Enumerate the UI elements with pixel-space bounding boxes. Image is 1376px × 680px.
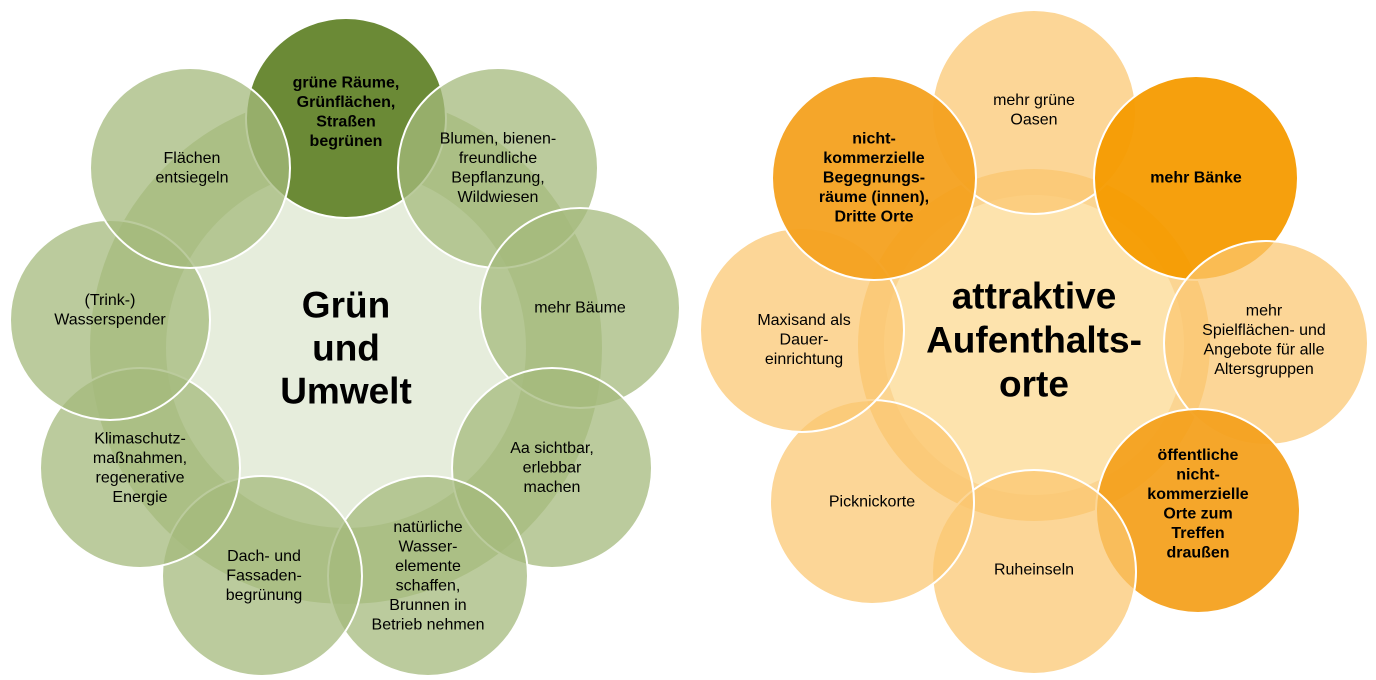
- center-title: Aufenthalts-: [926, 320, 1142, 361]
- node-label: räume (innen),: [819, 189, 929, 206]
- node-label: maßnahmen,: [93, 450, 187, 467]
- center-title: Umwelt: [280, 371, 412, 412]
- center-circle: [166, 168, 526, 528]
- node-label: Grünflächen,: [297, 94, 396, 111]
- node-label: Betrieb nehmen: [372, 616, 485, 633]
- node-label: Flächen: [164, 150, 221, 167]
- node-label: erlebbar: [523, 460, 582, 477]
- node-label: Straßen: [316, 113, 376, 130]
- node-label: Angebote für alle: [1204, 341, 1325, 358]
- center-title: und: [312, 328, 380, 369]
- node-label: Fassaden-: [226, 568, 302, 585]
- node-label: Ruheinseln: [994, 562, 1074, 579]
- node-label: Klimaschutz-: [94, 430, 186, 447]
- node-label: Aa sichtbar,: [510, 440, 594, 457]
- node-label: begrünung: [226, 587, 303, 604]
- node-label: mehr grüne: [993, 92, 1075, 109]
- node-label: Wildwiesen: [458, 189, 539, 206]
- node-label: Wasser-: [399, 538, 458, 555]
- node-label: natürliche: [393, 519, 462, 536]
- node-label: Blumen, bienen-: [440, 130, 557, 147]
- node-label: regenerative: [96, 469, 185, 486]
- node-label: öffentliche: [1158, 447, 1239, 464]
- node-label: schaffen,: [396, 577, 461, 594]
- node-label: Orte zum: [1163, 505, 1232, 522]
- center-title: orte: [999, 364, 1069, 405]
- node-label: Picknickorte: [829, 494, 915, 511]
- node-label: grüne Räume,: [293, 74, 400, 91]
- node-label: mehr Bänke: [1150, 170, 1242, 187]
- node-label: Dritte Orte: [834, 209, 913, 226]
- node-label: einrichtung: [765, 351, 843, 368]
- node-label: Altersgruppen: [1214, 361, 1314, 378]
- node-label: kommerzielle: [823, 150, 924, 167]
- node-label: mehr Bäume: [534, 300, 626, 317]
- node-label: Oasen: [1010, 111, 1057, 128]
- node-label: Spielflächen- und: [1202, 322, 1326, 339]
- center-circle: [884, 195, 1184, 495]
- node-label: mehr: [1246, 302, 1283, 319]
- node-label: nicht-: [1176, 466, 1220, 483]
- node-label: begrünen: [310, 133, 383, 150]
- node-label: Dauer-: [780, 332, 829, 349]
- node-label: Energie: [112, 489, 167, 506]
- node-label: nicht-: [852, 131, 896, 148]
- node-label: Brunnen in: [389, 597, 466, 614]
- node-label: Treffen: [1171, 525, 1224, 542]
- center-title: Grün: [302, 285, 390, 326]
- node-label: kommerzielle: [1147, 486, 1248, 503]
- node-label: Bepflanzung,: [451, 169, 544, 186]
- node-circle-8: [89, 67, 291, 269]
- node-label: freundliche: [459, 150, 537, 167]
- node-label: machen: [524, 479, 581, 496]
- node-label: draußen: [1166, 544, 1229, 561]
- node-label: Maxisand als: [757, 312, 850, 329]
- node-circle-7: [771, 75, 977, 281]
- node-label: elemente: [395, 558, 461, 575]
- node-label: Wasserspender: [54, 311, 166, 328]
- center-title: attraktive: [952, 276, 1117, 317]
- node-label: (Trink-): [85, 292, 136, 309]
- node-label: Dach- und: [227, 548, 301, 565]
- node-label: Begegnungs-: [823, 170, 925, 187]
- node-label: entsiegeln: [156, 169, 229, 186]
